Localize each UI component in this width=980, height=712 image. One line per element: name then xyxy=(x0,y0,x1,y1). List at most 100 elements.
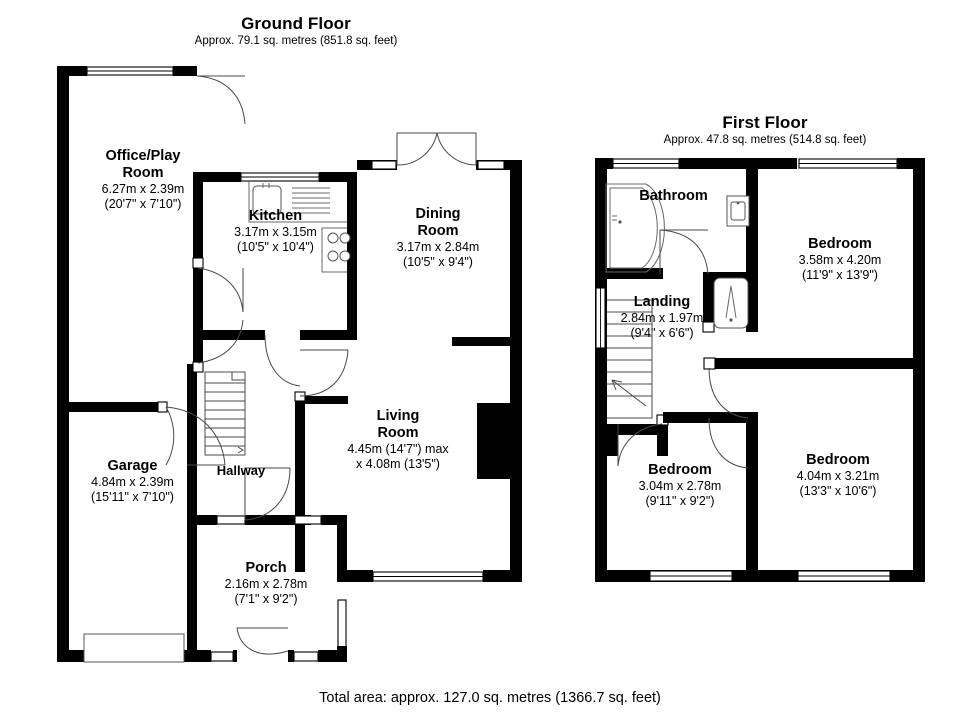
wall-kitchen-top-left xyxy=(193,172,241,182)
first-floor-title: First Floor xyxy=(722,113,808,132)
hob-ring-1 xyxy=(327,232,339,244)
room-metric-bedroom-1: 3.58m x 4.20m xyxy=(798,253,882,268)
wall-ff-top-3 xyxy=(897,158,925,169)
room-name-garage: Garage xyxy=(107,458,158,474)
wall-living-bottom-left xyxy=(337,570,373,582)
ground-floor-drawing xyxy=(57,66,522,663)
door-jamb-corridor xyxy=(703,357,716,370)
wall-living-bottom-right xyxy=(483,570,522,582)
room-label-hallway: Hallway xyxy=(196,463,286,478)
room-name-landing: Landing xyxy=(633,294,691,310)
room-label-garage: Garage 4.84m x 2.39m (15'11" x 7'10") xyxy=(65,458,200,505)
wall-kitchen-top-right xyxy=(319,172,357,182)
garage-door xyxy=(83,633,185,663)
door-leaf-porch-inner xyxy=(244,467,290,520)
wall-bathroom-bottom xyxy=(595,268,663,279)
room-metric-dining-room: 3.17m x 2.84m xyxy=(396,240,480,255)
wall-bedroom2-top xyxy=(607,424,667,435)
door-arc-dining-right xyxy=(436,132,477,166)
door-swing-porch-front xyxy=(236,627,289,655)
room-metric-bedroom-2: 3.04m x 2.78m xyxy=(638,479,722,494)
hob-ring-3 xyxy=(327,250,339,262)
room-metric-garage: 4.84m x 2.39m xyxy=(91,475,174,490)
wall-office-kitchen xyxy=(193,172,203,258)
room-name-dining-room-line2: Room xyxy=(417,223,459,240)
room-name-living-room-line1: Living xyxy=(376,408,420,424)
room-imperial-kitchen: (10'5" x 10'4") xyxy=(237,239,314,254)
room-name-hallway: Hallway xyxy=(216,463,266,478)
window-porch-bottom-right xyxy=(293,651,319,662)
room-metric-living-room: 4.45m (14'7") max xyxy=(347,442,449,457)
room-name-dining-room-line1: Dining xyxy=(415,206,461,222)
room-imperial-garage: (15'11" x 7'10") xyxy=(91,489,174,504)
room-metric-office-play-room: 6.27m x 2.39m xyxy=(101,182,185,197)
door-swing-dining-left xyxy=(396,132,437,165)
room-imperial-landing: (9'4" x 6'6") xyxy=(630,325,694,340)
staircase-first xyxy=(607,299,653,419)
wall-kitchen-right xyxy=(347,172,357,340)
wall-ff-top-1 xyxy=(595,158,613,169)
first-floor-subtitle: Approx. 47.8 sq. metres (514.8 sq. feet) xyxy=(663,134,867,146)
door-swing-office-hall-upper xyxy=(197,267,244,313)
door-arc-dining-left xyxy=(396,132,438,166)
wall-office-hall xyxy=(193,268,203,364)
hob-outline xyxy=(321,227,347,273)
room-name-office-play-room-line2: Room xyxy=(122,165,164,182)
room-metric-bedroom-3: 4.04m x 3.21m xyxy=(796,469,880,484)
wall-porch-bottom-right xyxy=(318,650,338,662)
room-label-dining-room: Dining Room 3.17m x 2.84m (10'5" x 9'4") xyxy=(378,206,498,270)
door-swing-office-top xyxy=(196,75,246,125)
room-name-kitchen: Kitchen xyxy=(248,208,303,224)
door-jamb-garage xyxy=(157,401,168,413)
room-name-living-room-line2: Room xyxy=(377,425,419,442)
room-label-office-play-room: Office/Play Room 6.27m x 2.39m (20'7" x … xyxy=(58,148,228,212)
wall-kitchen-bottom-left xyxy=(193,330,265,340)
room-imperial-bedroom-3: (13'3" x 10'6") xyxy=(799,483,877,498)
wall-dining-living-return xyxy=(452,337,512,346)
wall-hall-living xyxy=(295,400,305,572)
wall-porch-bottom-left xyxy=(197,650,211,662)
wall-bedroom2-top-right2 xyxy=(714,412,758,423)
door-swing-bedroom2 xyxy=(617,423,663,467)
room-name-bedroom-1: Bedroom xyxy=(808,236,872,252)
wall-porch-right-upper xyxy=(337,515,347,570)
room-imperial-porch: (7'1" x 9'2") xyxy=(234,591,298,606)
wall-wc-left xyxy=(703,272,714,332)
room-label-bedroom-3: Bedroom 4.04m x 3.21m (13'3" x 10'6") xyxy=(768,452,908,499)
door-swing-bedroom3 xyxy=(708,367,749,419)
wash-basin xyxy=(726,195,750,227)
draining-board xyxy=(292,187,330,214)
wall-porch-bottom-stub xyxy=(233,650,237,662)
worktop-outline xyxy=(248,182,347,223)
room-metric-kitchen: 3.17m x 3.15m xyxy=(234,225,317,240)
wall-porch-top-mid xyxy=(245,515,311,525)
chimney-breast xyxy=(477,403,511,479)
first-floor-drawing xyxy=(595,158,925,582)
window-porch-bottom-left xyxy=(210,651,234,662)
room-imperial-office-play-room: (20'7" x 7'10") xyxy=(104,196,182,211)
wall-wc-top xyxy=(703,272,758,282)
wall-kitchen-bottom-right xyxy=(300,330,357,340)
door-swing-bedroom2-corridor xyxy=(708,417,749,469)
room-imperial-living-room: x 4.08m (13'5") xyxy=(356,456,440,471)
room-imperial-bedroom-2: (9'11" x 9'2") xyxy=(645,493,715,508)
wall-ff-right xyxy=(913,158,925,582)
door-jamb-wc xyxy=(702,321,715,333)
sink-basin xyxy=(252,185,282,215)
room-label-bedroom-1: Bedroom 3.58m x 4.20m (11'9" x 13'9") xyxy=(770,236,910,283)
window-porch-left xyxy=(216,515,246,525)
wall-porch-bottom-stub2 xyxy=(288,650,294,662)
wall-bedroom2-right xyxy=(746,412,758,572)
window-porch-right xyxy=(294,515,322,525)
door-swing-porch-inner xyxy=(244,467,291,521)
room-name-office-play-room-line1: Office/Play xyxy=(105,148,181,164)
door-swing-bathroom xyxy=(659,229,709,275)
room-label-landing: Landing 2.84m x 1.97m (9'4" x 6'6") xyxy=(602,294,722,341)
door-jamb-office-kitchen xyxy=(192,257,204,269)
room-label-bathroom: Bathroom xyxy=(616,188,731,205)
room-name-bedroom-3: Bedroom xyxy=(806,452,870,468)
hob-ring-2 xyxy=(339,232,351,244)
wall-porch-top-right xyxy=(321,515,347,525)
